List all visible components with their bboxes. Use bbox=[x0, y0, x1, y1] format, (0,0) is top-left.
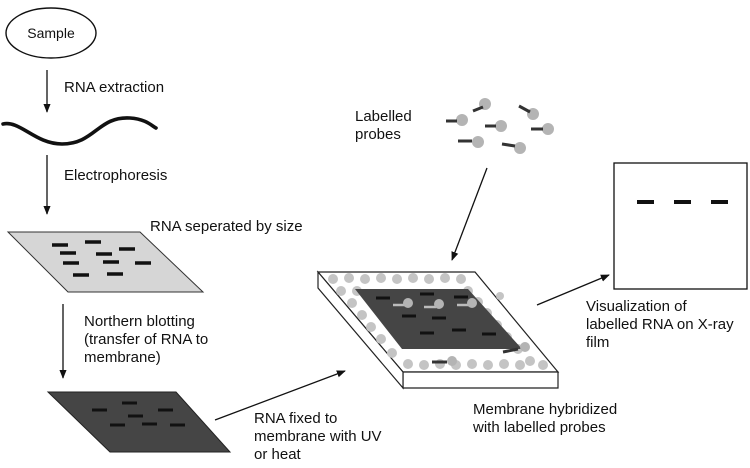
hybridized-probes bbox=[393, 298, 530, 366]
rna-fixed-line: or heat bbox=[254, 446, 301, 463]
sample-node-label: Sample bbox=[27, 25, 75, 41]
tray-bead bbox=[336, 286, 346, 296]
tray-loose-probe-bead bbox=[520, 342, 530, 352]
hybridized-probe-bead bbox=[403, 298, 413, 308]
tray-front-face bbox=[402, 371, 559, 389]
membrane-shape bbox=[46, 391, 232, 453]
probe-stem bbox=[518, 104, 531, 114]
tray-bead bbox=[419, 360, 429, 370]
tray-bead bbox=[360, 274, 370, 284]
northern-blotting-line: Northern blotting bbox=[84, 313, 195, 330]
tray-bead bbox=[440, 273, 450, 283]
step-northern-blotting-label: Northern blotting (transfer of RNA to me… bbox=[84, 313, 208, 367]
tray-bead bbox=[408, 273, 418, 283]
labelled-probes-line: Labelled bbox=[355, 108, 412, 125]
tray-bead bbox=[387, 348, 397, 358]
tray-bead bbox=[328, 274, 338, 284]
free-probes bbox=[446, 98, 554, 154]
xray-film bbox=[613, 162, 748, 290]
northern-blotting-line: membrane) bbox=[84, 349, 161, 366]
probe-bead bbox=[456, 114, 468, 126]
labelled-probes-label: Labelled probes bbox=[355, 108, 412, 144]
arrow-to-hybridization bbox=[214, 370, 346, 421]
tray-bead bbox=[456, 274, 466, 284]
probe-stem bbox=[501, 142, 516, 148]
tray-loose-probe-bead bbox=[447, 356, 457, 366]
rna-fixed-line: RNA fixed to bbox=[254, 410, 338, 427]
probe-stem bbox=[472, 105, 484, 113]
tray-side-face bbox=[317, 270, 404, 390]
rna-separated-label: RNA seperated by size bbox=[150, 218, 303, 235]
membrane-hybridized-line: with labelled probes bbox=[473, 419, 606, 436]
tray-loose-probe-stem bbox=[502, 347, 519, 354]
arrow-to-film bbox=[536, 274, 610, 306]
tray-bead bbox=[483, 360, 493, 370]
hybridization-tray bbox=[316, 270, 560, 390]
membrane-hybridized-label: Membrane hybridized with labelled probes bbox=[473, 401, 617, 437]
visualization-line: film bbox=[586, 334, 610, 351]
visualization-label: Visualization of labelled RNA on X-ray f… bbox=[586, 298, 734, 352]
tray-bead bbox=[403, 359, 413, 369]
probe-bead bbox=[514, 142, 526, 154]
gel-bands bbox=[52, 240, 151, 277]
visualization-line: Visualization of bbox=[586, 298, 687, 315]
hybridized-probe-bead bbox=[434, 299, 444, 309]
probe-bead bbox=[542, 123, 554, 135]
step-electrophoresis-label: Electrophoresis bbox=[64, 167, 168, 184]
tray-bead bbox=[499, 359, 509, 369]
rna-strand-shape bbox=[1, 116, 158, 146]
tray-bead bbox=[424, 274, 434, 284]
tray-membrane-bands bbox=[376, 292, 496, 336]
rna-fixed-label: RNA fixed to membrane with UV or heat bbox=[254, 410, 382, 464]
step-rna-extraction-label: RNA extraction bbox=[64, 79, 165, 96]
probe-bead bbox=[472, 136, 484, 148]
tray-bead bbox=[357, 310, 367, 320]
tray-bead bbox=[515, 360, 525, 370]
tray-bead bbox=[392, 274, 402, 284]
tray-bead bbox=[467, 359, 477, 369]
sample-node-shape bbox=[5, 7, 97, 59]
labelled-probes-line: probes bbox=[355, 126, 401, 143]
hybridized-probe-bead bbox=[467, 298, 477, 308]
visualization-line: labelled RNA on X-ray bbox=[586, 316, 734, 333]
rna-fixed-line: membrane with UV bbox=[254, 428, 382, 445]
tray-bead bbox=[376, 334, 386, 344]
tray-bead bbox=[496, 292, 504, 300]
probe-bead bbox=[495, 120, 507, 132]
membrane-bands bbox=[92, 401, 185, 427]
membrane-hybridized-line: Membrane hybridized bbox=[473, 401, 618, 418]
tray-bead bbox=[366, 322, 376, 332]
tray-bead bbox=[376, 273, 386, 283]
northern-blotting-line: (transfer of RNA to bbox=[84, 331, 209, 348]
arrow-probes-to-membrane bbox=[451, 167, 488, 261]
tray-bead bbox=[347, 298, 357, 308]
tray-bead bbox=[538, 360, 548, 370]
tray-bead bbox=[344, 273, 354, 283]
tray-bead bbox=[525, 356, 535, 366]
